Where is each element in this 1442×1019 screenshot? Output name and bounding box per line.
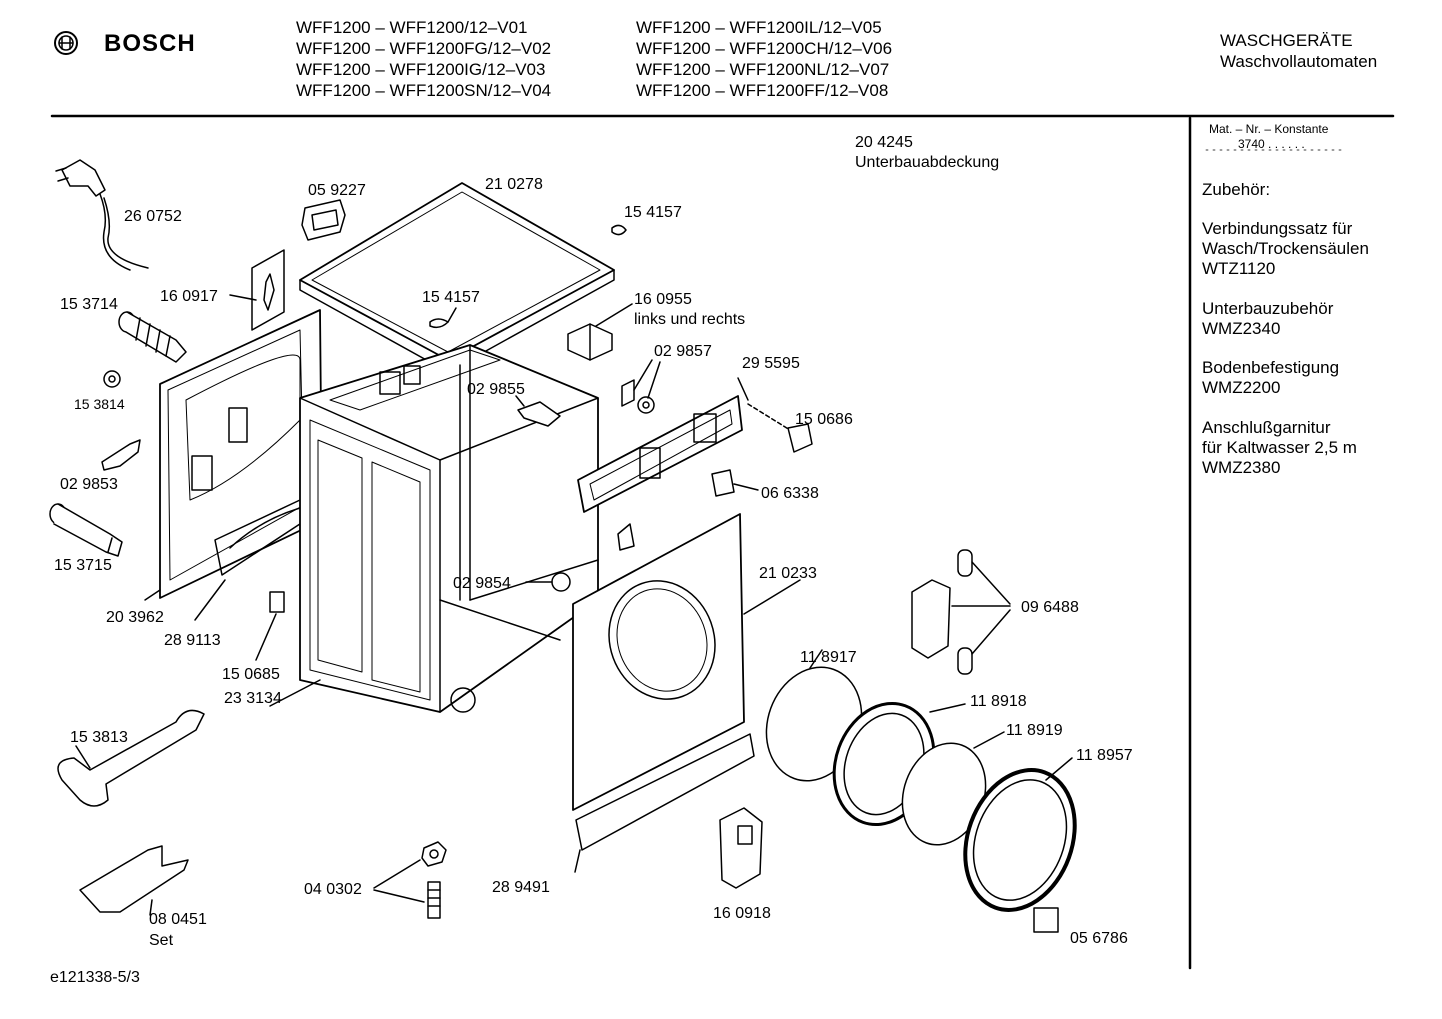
accessory-item: Unterbauzubehör WMZ2340 <box>1202 299 1333 339</box>
part-label: 16 0955 <box>634 291 692 308</box>
part-label: 20 4245 <box>855 134 913 151</box>
part-label: 11 8917 <box>800 649 857 666</box>
kick-plate <box>575 733 755 851</box>
part-label: 02 9855 <box>467 381 525 398</box>
pin-icon <box>551 572 571 592</box>
accessory-line: Wasch/Trockensäulen <box>1202 239 1369 258</box>
part-note: links und rechts <box>634 311 746 328</box>
knob-icon <box>621 379 655 414</box>
model-list-left: WFF1200 – WFF1200/12–V01 WFF1200 – WFF12… <box>296 17 551 101</box>
part-label: 29 5595 <box>742 355 800 372</box>
part-label: 11 8918 <box>970 693 1027 710</box>
clip-icon <box>611 224 627 236</box>
hose-fitting-icon <box>118 311 187 363</box>
part-label: 15 3813 <box>70 729 128 746</box>
control-panel-rail <box>577 395 743 513</box>
accessory-line: Unterbauzubehör <box>1202 299 1334 318</box>
part-label: 15 4157 <box>624 204 682 221</box>
part-label: 09 6488 <box>1021 599 1079 616</box>
part-label: 23 3134 <box>224 690 282 707</box>
part-label: 06 6338 <box>761 485 819 502</box>
part-label: 21 0278 <box>485 176 543 193</box>
accessory-item: Anschlußgarnitur für Kaltwasser 2,5 m WM… <box>1202 418 1357 478</box>
accessory-item: Bodenbefestigung WMZ2200 <box>1202 358 1339 398</box>
part-label: 15 0686 <box>795 411 853 428</box>
brand-name: BOSCH <box>104 30 196 57</box>
part-label: 02 9853 <box>60 476 118 493</box>
accessory-line: für Kaltwasser 2,5 m <box>1202 438 1357 457</box>
part-label: 02 9854 <box>453 575 511 592</box>
accessory-line: WMZ2200 <box>1202 378 1281 397</box>
document-id: e121338-5/3 <box>50 969 140 986</box>
accessory-item: Verbindungssatz für Wasch/Trockensäulen … <box>1202 219 1369 279</box>
bosch-logo-icon <box>54 31 78 55</box>
part-name: Unterbauabdeckung <box>855 154 1000 171</box>
part-label: 26 0752 <box>124 208 182 225</box>
bracket-set-icon <box>79 845 189 913</box>
model-entry: WFF1200 – WFF1200FF/12–V08 <box>636 81 889 100</box>
switch-icon <box>269 591 285 613</box>
part-label: 16 0917 <box>160 288 218 305</box>
model-entry: WFF1200 – WFF1200SN/12–V04 <box>296 81 552 100</box>
accessory-line: Verbindungssatz für <box>1202 219 1353 238</box>
washer-icon <box>103 370 121 388</box>
part-label: 05 6786 <box>1070 930 1128 947</box>
model-list-right: WFF1200 – WFF1200IL/12–V05 WFF1200 – WFF… <box>636 17 892 101</box>
part-label: 28 9491 <box>492 879 550 896</box>
part-note: Set <box>149 932 174 949</box>
side-clips-icon <box>567 323 613 361</box>
bracket-icon <box>517 401 561 427</box>
part-label: 15 0685 <box>222 666 280 683</box>
accessory-line: Bodenbefestigung <box>1202 358 1340 377</box>
part-label: 15 4157 <box>422 289 480 306</box>
clip-icon <box>787 423 813 453</box>
part-label: 21 0233 <box>759 565 817 582</box>
clip-icon <box>711 469 735 497</box>
top-lid <box>299 182 615 373</box>
accessory-line: WTZ1120 <box>1202 259 1276 278</box>
part-label: 11 8919 <box>1006 722 1063 739</box>
part-label: 28 9113 <box>164 632 221 649</box>
nut-bolt-icon <box>421 841 447 919</box>
part-label: 04 0302 <box>304 881 362 898</box>
part-label: 15 3714 <box>60 296 118 313</box>
category-title: WASCHGERÄTE <box>1220 31 1353 50</box>
lid-bracket-icon <box>301 199 346 241</box>
door-hinge-icon <box>911 549 973 675</box>
handle-icon <box>1033 907 1059 933</box>
hose-connector-icon <box>49 503 123 557</box>
mat-number-label: Mat. – Nr. – Konstante <box>1209 122 1329 136</box>
model-entry: WFF1200 – WFF1200IG/12–V03 <box>296 60 546 79</box>
model-entry: WFF1200 – WFF1200IL/12–V05 <box>636 18 882 37</box>
part-label: 16 0918 <box>713 905 771 922</box>
part-label: 15 3814 <box>74 396 125 412</box>
category-subtitle: Waschvollautomaten <box>1220 52 1378 71</box>
door-lock-icon <box>719 807 763 889</box>
part-label: 11 8957 <box>1076 747 1133 764</box>
accessories-title: Zubehör: <box>1202 180 1271 199</box>
part-label: 02 9857 <box>654 343 712 360</box>
cable-holder-icon <box>251 249 285 331</box>
model-entry: WFF1200 – WFF1200CH/12–V06 <box>636 39 893 58</box>
part-label: 05 9227 <box>308 182 366 199</box>
power-cord-icon <box>55 159 149 271</box>
mat-number-value: 3740 . . . . . . <box>1238 137 1305 151</box>
part-label: 15 3715 <box>54 557 112 574</box>
model-entry: WFF1200 – WFF1200NL/12–V07 <box>636 60 890 79</box>
cabinet-frame <box>299 344 599 713</box>
accessory-line: Anschlußgarnitur <box>1202 418 1331 437</box>
door-ring <box>963 768 1077 912</box>
clip-icon <box>101 439 141 471</box>
accessory-line: WMZ2380 <box>1202 458 1281 477</box>
model-entry: WFF1200 – WFF1200/12–V01 <box>296 18 528 37</box>
front-panel <box>572 513 745 811</box>
model-entry: WFF1200 – WFF1200FG/12–V02 <box>296 39 552 58</box>
part-label: 20 3962 <box>106 609 164 626</box>
wrench-icon <box>57 709 205 807</box>
accessory-line: WMZ2340 <box>1202 319 1281 338</box>
part-label: 08 0451 <box>149 911 207 928</box>
